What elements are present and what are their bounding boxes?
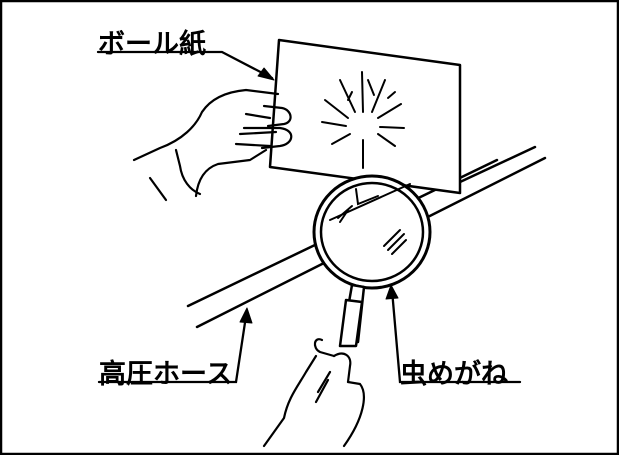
magnifier-handle — [338, 283, 366, 348]
magnified-detail — [329, 183, 411, 255]
cardboard-arrowhead — [257, 67, 275, 81]
magnifier-leader-line — [390, 288, 522, 384]
leader-arrowheads — [239, 67, 399, 324]
leader-lines — [96, 50, 522, 384]
spark-burst — [321, 71, 405, 169]
magnifier-arrowhead — [385, 284, 399, 300]
cardboard-label: ボール紙 — [98, 29, 206, 60]
magnifier-label: 虫めがね — [400, 359, 508, 390]
cardboard-sheet — [268, 38, 462, 195]
left-hand — [132, 88, 293, 202]
hose-arrowhead — [239, 307, 253, 324]
cardboard-leader-line — [96, 50, 274, 80]
magnifier-lens-outer — [312, 174, 432, 290]
hose-leader-line — [97, 314, 248, 384]
hose-label: 高圧ホース — [99, 359, 233, 390]
right-hand — [262, 338, 365, 448]
magnifier-lens-inner — [319, 181, 425, 283]
